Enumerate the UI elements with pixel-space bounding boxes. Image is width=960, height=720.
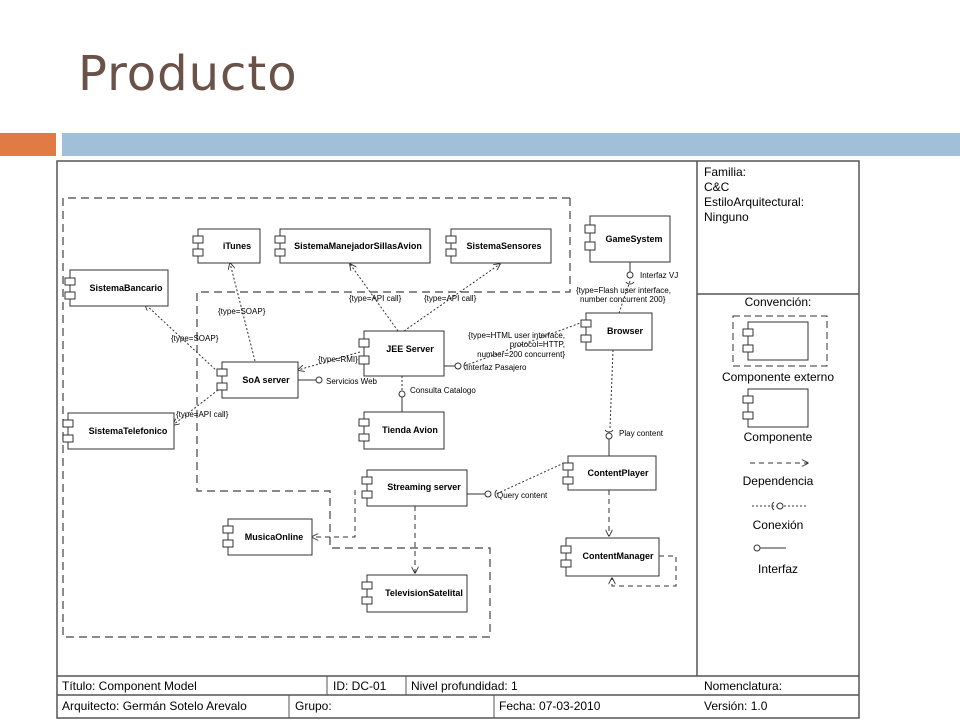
api-sensores-label: {type=API call} bbox=[424, 294, 477, 303]
query-content-label: Query content bbox=[497, 491, 548, 500]
footer-nomenclatura: Nomenclatura: bbox=[704, 679, 782, 693]
legend-dependencia: Dependencia bbox=[743, 474, 814, 488]
familia-label: Familia: bbox=[704, 165, 746, 179]
interfaz-pasajero-label: Interfaz Pasajero bbox=[466, 363, 527, 372]
footer-fecha: Fecha: 07-03-2010 bbox=[499, 699, 601, 713]
footer-titulo: Título: Component Model bbox=[62, 679, 197, 693]
jee-label: JEE Server bbox=[386, 344, 434, 354]
api-sillas-label: {type=API call} bbox=[349, 294, 402, 303]
html-label-3: number=200 concurrent} bbox=[477, 350, 565, 359]
streaming-label: Streaming server bbox=[387, 482, 461, 492]
soa-label: SoA server bbox=[242, 375, 290, 385]
component-jee bbox=[358, 330, 445, 377]
musica-label: MusicaOnline bbox=[245, 532, 304, 542]
flash-label-1: {type=Flash user interface, bbox=[576, 286, 671, 295]
footer-nivel: Nivel profundidad: 1 bbox=[411, 679, 518, 693]
estilo-label: EstiloArquitectural: bbox=[704, 195, 804, 209]
contentplayer-label: ContentPlayer bbox=[587, 468, 649, 478]
rmi-label: {type=RMI} bbox=[318, 355, 358, 364]
footer-id: ID: DC-01 bbox=[333, 679, 387, 693]
external-boundary bbox=[62, 197, 571, 638]
telefonico-label: SistemaTelefonico bbox=[89, 426, 168, 436]
legend-componente: Componente bbox=[744, 430, 813, 444]
legend: Convención: Componente externo Component… bbox=[722, 295, 834, 576]
interfaz-vj-label: Interfaz VJ bbox=[640, 271, 678, 280]
contentmanager-label: ContentManager bbox=[582, 551, 654, 561]
html-label-2: protocol=HTTP, bbox=[510, 340, 565, 349]
consulta-catalogo-label: Consulta Catalogo bbox=[410, 386, 476, 395]
component-gamesystem bbox=[584, 215, 671, 263]
component-soa bbox=[216, 361, 299, 399]
legend-interfaz: Interfaz bbox=[758, 562, 798, 576]
flash-label-2: number concurrent 200} bbox=[580, 295, 666, 304]
component-itunes bbox=[192, 228, 261, 264]
slide-title: Producto bbox=[78, 46, 298, 102]
component-musica bbox=[222, 518, 313, 556]
bancario-label: SistemaBancario bbox=[89, 283, 163, 293]
sensores-label: SistemaSensores bbox=[466, 241, 541, 251]
television-label: TelevisionSatelital bbox=[385, 588, 463, 598]
html-label-1: {type=HTML user interface, bbox=[468, 331, 565, 340]
footer-grupo: Grupo: bbox=[295, 699, 332, 713]
soap-itunes-label: {type=SOAP} bbox=[218, 307, 266, 316]
legend-conexion: Conexión bbox=[753, 518, 804, 532]
component-sillas bbox=[274, 228, 431, 264]
component-sensores bbox=[445, 228, 552, 264]
itunes-label: iTunes bbox=[223, 241, 251, 251]
accent-bar-blue bbox=[62, 133, 960, 156]
legend-title: Convención: bbox=[745, 295, 812, 309]
sillas-label: SistemaManejadorSillasAvion bbox=[294, 241, 422, 251]
gamesystem-label: GameSystem bbox=[605, 234, 662, 244]
component-streaming bbox=[361, 469, 468, 507]
footer-version: Versión: 1.0 bbox=[704, 699, 768, 713]
tienda-label: Tienda Avion bbox=[382, 425, 438, 435]
accent-bar-orange bbox=[0, 133, 56, 156]
component-contentmanager bbox=[560, 537, 660, 577]
component-browser bbox=[580, 312, 653, 351]
component-tienda bbox=[358, 411, 445, 450]
component-contentplayer bbox=[562, 455, 657, 491]
familia-value: C&C bbox=[704, 180, 730, 194]
play-content-label: Play content bbox=[619, 429, 664, 438]
component-television bbox=[361, 574, 468, 613]
components bbox=[62, 215, 671, 613]
api-telefonico-label: {type=API call} bbox=[176, 410, 229, 419]
estilo-value: Ninguno bbox=[704, 210, 749, 224]
legend-externo: Componente externo bbox=[722, 370, 834, 384]
component-bancario bbox=[64, 269, 169, 307]
soap-bancario-label: {type=SOAP} bbox=[171, 334, 219, 343]
footer-arquitecto: Arquitecto: Germán Sotelo Arevalo bbox=[62, 699, 247, 713]
component-telefonico bbox=[62, 412, 175, 450]
diagram-frame bbox=[56, 160, 860, 719]
servicios-web-label: Servicios Web bbox=[326, 377, 378, 386]
browser-label: Browser bbox=[607, 326, 644, 336]
